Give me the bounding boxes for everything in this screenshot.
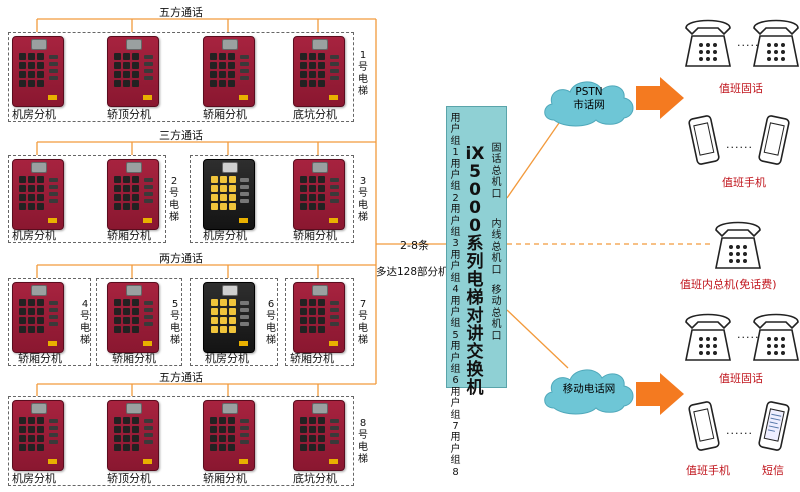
unit-label: 轿厢分机 xyxy=(18,352,62,365)
switch-port-mobile: 移动总机口 xyxy=(491,285,502,342)
desk-phone-icon xyxy=(715,221,761,269)
mobile-phone-icon xyxy=(688,115,720,165)
group3b-elevator-label: 5号电梯 xyxy=(170,299,180,346)
dots: ...... xyxy=(737,36,764,49)
group3d-elevator-label: 7号电梯 xyxy=(358,299,368,346)
duty-mobile-label: 值班手机 xyxy=(722,176,766,189)
unit-label: 机房分机 xyxy=(12,472,56,485)
pstn-cloud-icon xyxy=(544,81,634,127)
switch-port-internal: 内线总机口 xyxy=(491,219,502,276)
switch-title: iX5000系列电梯对讲交换机 xyxy=(465,144,485,398)
switch-port-landline: 固话总机口 xyxy=(491,143,502,200)
intercom-unit xyxy=(293,36,345,107)
group2b-elevator-label: 3号电梯 xyxy=(358,176,368,223)
intercom-unit-black xyxy=(203,282,255,353)
intercom-unit xyxy=(293,400,345,471)
desk-phone-icon xyxy=(685,19,731,67)
arrow-to-mobile-icon xyxy=(636,373,684,415)
trunk-capacity-label: 多达128部分机 xyxy=(376,266,449,278)
intercom-unit xyxy=(107,159,159,230)
intercom-unit xyxy=(12,159,64,230)
group2a-elevator-label: 2号电梯 xyxy=(169,176,179,223)
intercom-unit xyxy=(12,400,64,471)
group2b-box xyxy=(190,155,354,243)
unit-label: 轿顶分机 xyxy=(107,472,151,485)
unit-label: 轿厢分机 xyxy=(112,352,156,365)
unit-label: 轿厢分机 xyxy=(107,229,151,242)
unit-label: 轿顶分机 xyxy=(107,108,151,121)
intercom-unit xyxy=(12,36,64,107)
trunk-count-label: 2-8条 xyxy=(400,239,429,252)
group3c-box xyxy=(190,278,278,366)
desk-phone-icon xyxy=(753,313,799,361)
unit-label: 机房分机 xyxy=(12,229,56,242)
intercom-unit-black xyxy=(203,159,255,230)
unit-label: 轿厢分机 xyxy=(203,472,247,485)
group4-call-label: 五方通话 xyxy=(159,371,203,384)
group3c-elevator-label: 6号电梯 xyxy=(266,299,276,346)
intercom-unit xyxy=(107,282,159,353)
unit-label: 机房分机 xyxy=(203,229,247,242)
ix5000-switch: 用户组1用户组2用户组3用户组4用户组5用户组6用户组7用户组8 iX5000系… xyxy=(446,106,507,478)
unit-label: 机房分机 xyxy=(205,352,249,365)
intercom-unit xyxy=(203,400,255,471)
unit-label: 轿厢分机 xyxy=(293,229,337,242)
arrow-to-landline-icon xyxy=(636,77,684,119)
dots: ...... xyxy=(726,138,753,151)
unit-label: 底坑分机 xyxy=(293,472,337,485)
sms-label: 短信 xyxy=(762,464,784,477)
desk-phone-icon xyxy=(753,19,799,67)
group1-box xyxy=(8,32,354,122)
group3b-box xyxy=(96,278,182,366)
duty-landline-label: 值班固话 xyxy=(719,82,763,95)
group3d-box xyxy=(285,278,354,366)
group3-call-label: 两方通话 xyxy=(159,252,203,265)
unit-label: 轿厢分机 xyxy=(290,352,334,365)
group2-call-label: 三方通话 xyxy=(159,129,203,142)
intercom-unit xyxy=(107,36,159,107)
group1-call-label: 五方通话 xyxy=(159,6,203,19)
dots: ...... xyxy=(737,328,764,341)
mobile-phone-icon xyxy=(688,401,720,451)
group3a-box xyxy=(8,278,91,366)
intercom-unit xyxy=(107,400,159,471)
sms-phone-icon xyxy=(758,401,790,451)
desk-phone-icon xyxy=(685,313,731,361)
mobile-phone-icon xyxy=(758,115,790,165)
intercom-unit xyxy=(293,282,345,353)
unit-label: 轿厢分机 xyxy=(203,108,247,121)
dots: ...... xyxy=(726,424,753,437)
intercom-unit xyxy=(203,36,255,107)
group4-box xyxy=(8,396,354,486)
duty-landline-label: 值班固话 xyxy=(719,372,763,385)
intercom-unit xyxy=(293,159,345,230)
group1-elevator-label: 1号电梯 xyxy=(358,50,368,97)
switch-user-groups: 用户组1用户组2用户组3用户组4用户组5用户组6用户组7用户组8 xyxy=(450,113,461,478)
mobile-network-cloud-icon xyxy=(544,369,634,415)
group4-elevator-label: 8号电梯 xyxy=(358,418,368,465)
group3a-elevator-label: 4号电梯 xyxy=(80,299,90,346)
intercom-unit xyxy=(12,282,64,353)
unit-label: 机房分机 xyxy=(12,108,56,121)
unit-label: 底坑分机 xyxy=(293,108,337,121)
group2a-box xyxy=(8,155,166,243)
mobile-network-label: 移动电话网 xyxy=(562,383,616,395)
duty-internal-label: 值班内总机(免话费) xyxy=(680,278,777,291)
duty-mobile-label: 值班手机 xyxy=(686,464,730,477)
